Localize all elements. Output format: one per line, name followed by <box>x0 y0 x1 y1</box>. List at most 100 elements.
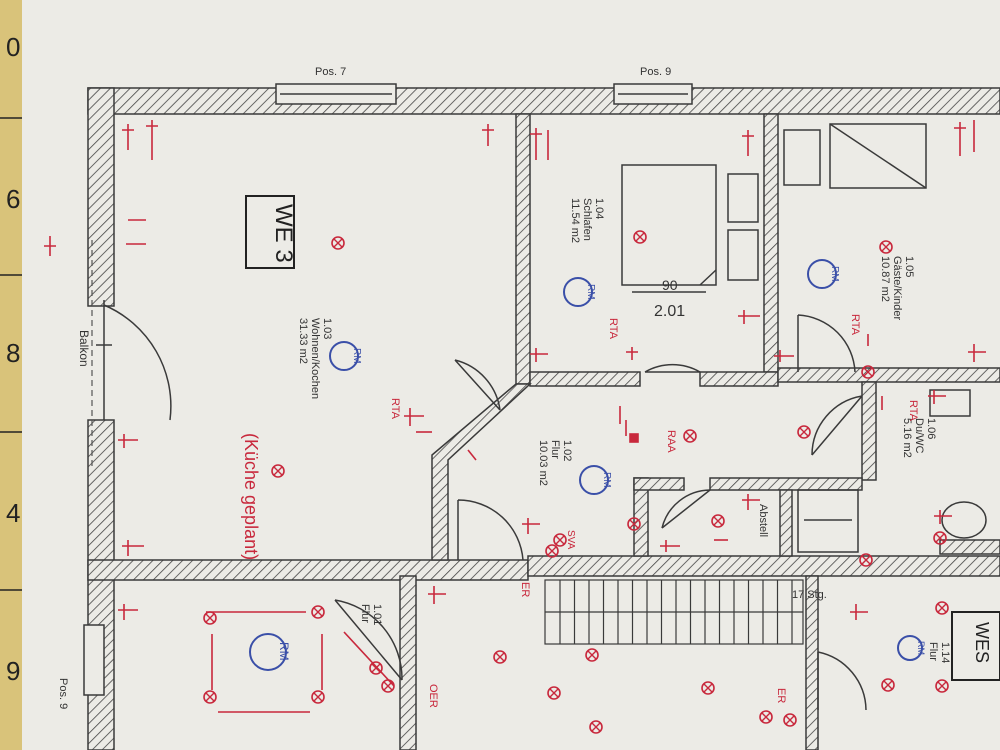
sva-marker: SVA <box>565 530 576 550</box>
light-outlet-icon <box>759 710 773 724</box>
ruler-mark-4: 4 <box>6 498 20 528</box>
ruler-mark-8: 8 <box>6 338 20 368</box>
light-outlet-icon <box>331 236 345 250</box>
light-outlet-icon <box>861 365 875 379</box>
red-annotations: RTA RTA RTA RTA RAA ER ER OER SVA <box>389 314 919 708</box>
room-name: Du/WC <box>913 418 925 454</box>
rm-marker: RM <box>897 635 926 661</box>
room-label-1-04: 1.04 Schlafen 11.54 m2 <box>569 198 605 243</box>
room-area: 5.16 m2 <box>901 418 913 458</box>
room-label-1-14: 1.14 Flur <box>927 642 951 663</box>
light-outlet-icon <box>881 678 895 692</box>
ruler-mark-6: 6 <box>6 184 20 214</box>
ruler-mark-0: 0 <box>6 32 20 62</box>
svg-text:RM: RM <box>277 642 291 661</box>
room-name: Gäste/Kinder <box>891 256 903 321</box>
ruler-mark-9: 9 <box>6 656 20 686</box>
svg-text:RM: RM <box>351 348 362 364</box>
light-outlet-icon <box>547 686 561 700</box>
rm-marker: RM <box>807 259 840 289</box>
light-outlet-icon <box>711 514 725 528</box>
kitchen-note: (Küche geplant) <box>241 433 261 560</box>
light-outlet-icon <box>369 661 383 675</box>
stair-label: 17 Stg. <box>792 589 827 601</box>
rta-marker: RTA <box>389 398 401 420</box>
svg-text:RM: RM <box>585 284 596 300</box>
balcony-label: Balkon <box>77 330 91 367</box>
unit-tag-right-box <box>951 611 1000 681</box>
light-outlet-icon <box>585 648 599 662</box>
light-outlet-icon <box>935 601 949 615</box>
room-name: Schlafen <box>581 198 593 241</box>
raa-marker: RAA <box>665 430 677 453</box>
rm-marker: RM <box>249 633 291 671</box>
room-number: 1.04 <box>593 198 605 219</box>
windows <box>83 83 693 696</box>
room-area: 10.03 m2 <box>537 440 549 486</box>
furniture <box>621 123 1000 555</box>
outer-walls <box>87 87 1000 750</box>
room-area: 11.54 m2 <box>569 198 581 243</box>
ruler-strip <box>0 0 22 750</box>
rta-marker: RTA <box>607 318 619 340</box>
light-outlet-icon <box>545 544 559 558</box>
light-outlet-icon <box>683 429 697 443</box>
light-outlet-icon <box>933 531 947 545</box>
room-number: 1.14 <box>939 642 951 663</box>
interior-walls <box>399 113 1000 750</box>
staircase <box>544 579 804 645</box>
room-name: Wohnen/Kochen <box>309 318 321 399</box>
room-name: Flur <box>549 440 561 459</box>
light-outlet-icon <box>783 713 797 727</box>
unit-tag: WE 3 <box>270 204 297 263</box>
light-outlet-icon <box>879 240 893 254</box>
room-number: 1.05 <box>903 256 915 277</box>
light-outlet-icon <box>271 464 285 478</box>
room-label-1-06: 1.06 Du/WC 5.16 m2 <box>901 418 937 458</box>
light-outlet-icon <box>311 690 325 704</box>
unit-tag-box <box>245 195 295 269</box>
bed-dim-width: 90 <box>662 277 678 293</box>
window-label-pos9: Pos. 9 <box>640 66 671 78</box>
room-label-1-05: 1.05 Gäste/Kinder 10.87 m2 <box>879 256 915 321</box>
oer-marker: OER <box>427 684 439 708</box>
room-area: 10.87 m2 <box>879 256 891 302</box>
doors <box>96 300 867 711</box>
light-outlet-icon <box>311 605 325 619</box>
light-outlet-icon <box>797 425 811 439</box>
room-number: 1.06 <box>925 418 937 439</box>
light-outlet-icon <box>859 553 873 567</box>
light-outlet-icon <box>589 720 603 734</box>
room-number: 1.02 <box>561 440 573 461</box>
window-label-pos7: Pos. 7 <box>315 66 346 78</box>
light-outlet-icon <box>633 230 647 244</box>
room-label-abstell: Abstell <box>757 504 769 537</box>
room-name: Flur <box>927 642 939 661</box>
stair-treads <box>559 580 793 644</box>
ruler-ticks <box>0 117 22 591</box>
window-label-pos9-left: Pos. 9 <box>57 678 69 709</box>
light-outlet-icon <box>553 533 567 547</box>
er-marker: ER <box>775 688 787 703</box>
room-label-1-03: 1.03 Wohnen/Kochen 31.33 m2 <box>297 318 333 399</box>
room-label-1-01: 1.01 Flur <box>359 604 383 625</box>
light-outlet-icon <box>935 679 949 693</box>
svg-text:RM: RM <box>601 472 612 488</box>
rm-marker: RM <box>563 277 596 307</box>
room-area: 31.33 m2 <box>297 318 309 364</box>
rm-marker: RM <box>579 465 612 495</box>
rm-marker: RM <box>329 341 362 371</box>
er-marker: ER <box>519 582 531 597</box>
room-label-1-02: 1.02 Flur 10.03 m2 <box>537 440 573 486</box>
room-number: 1.03 <box>321 318 333 339</box>
light-outlet-icon <box>203 690 217 704</box>
ceiling-light-outlets <box>203 230 949 734</box>
light-outlet-icon <box>627 517 641 531</box>
room-name: Flur <box>359 604 371 623</box>
unit-tag-right: WES <box>972 622 992 663</box>
svg-text:RM: RM <box>916 641 926 655</box>
svg-text:RM: RM <box>829 266 840 282</box>
room-number: 1.01 <box>371 604 383 625</box>
